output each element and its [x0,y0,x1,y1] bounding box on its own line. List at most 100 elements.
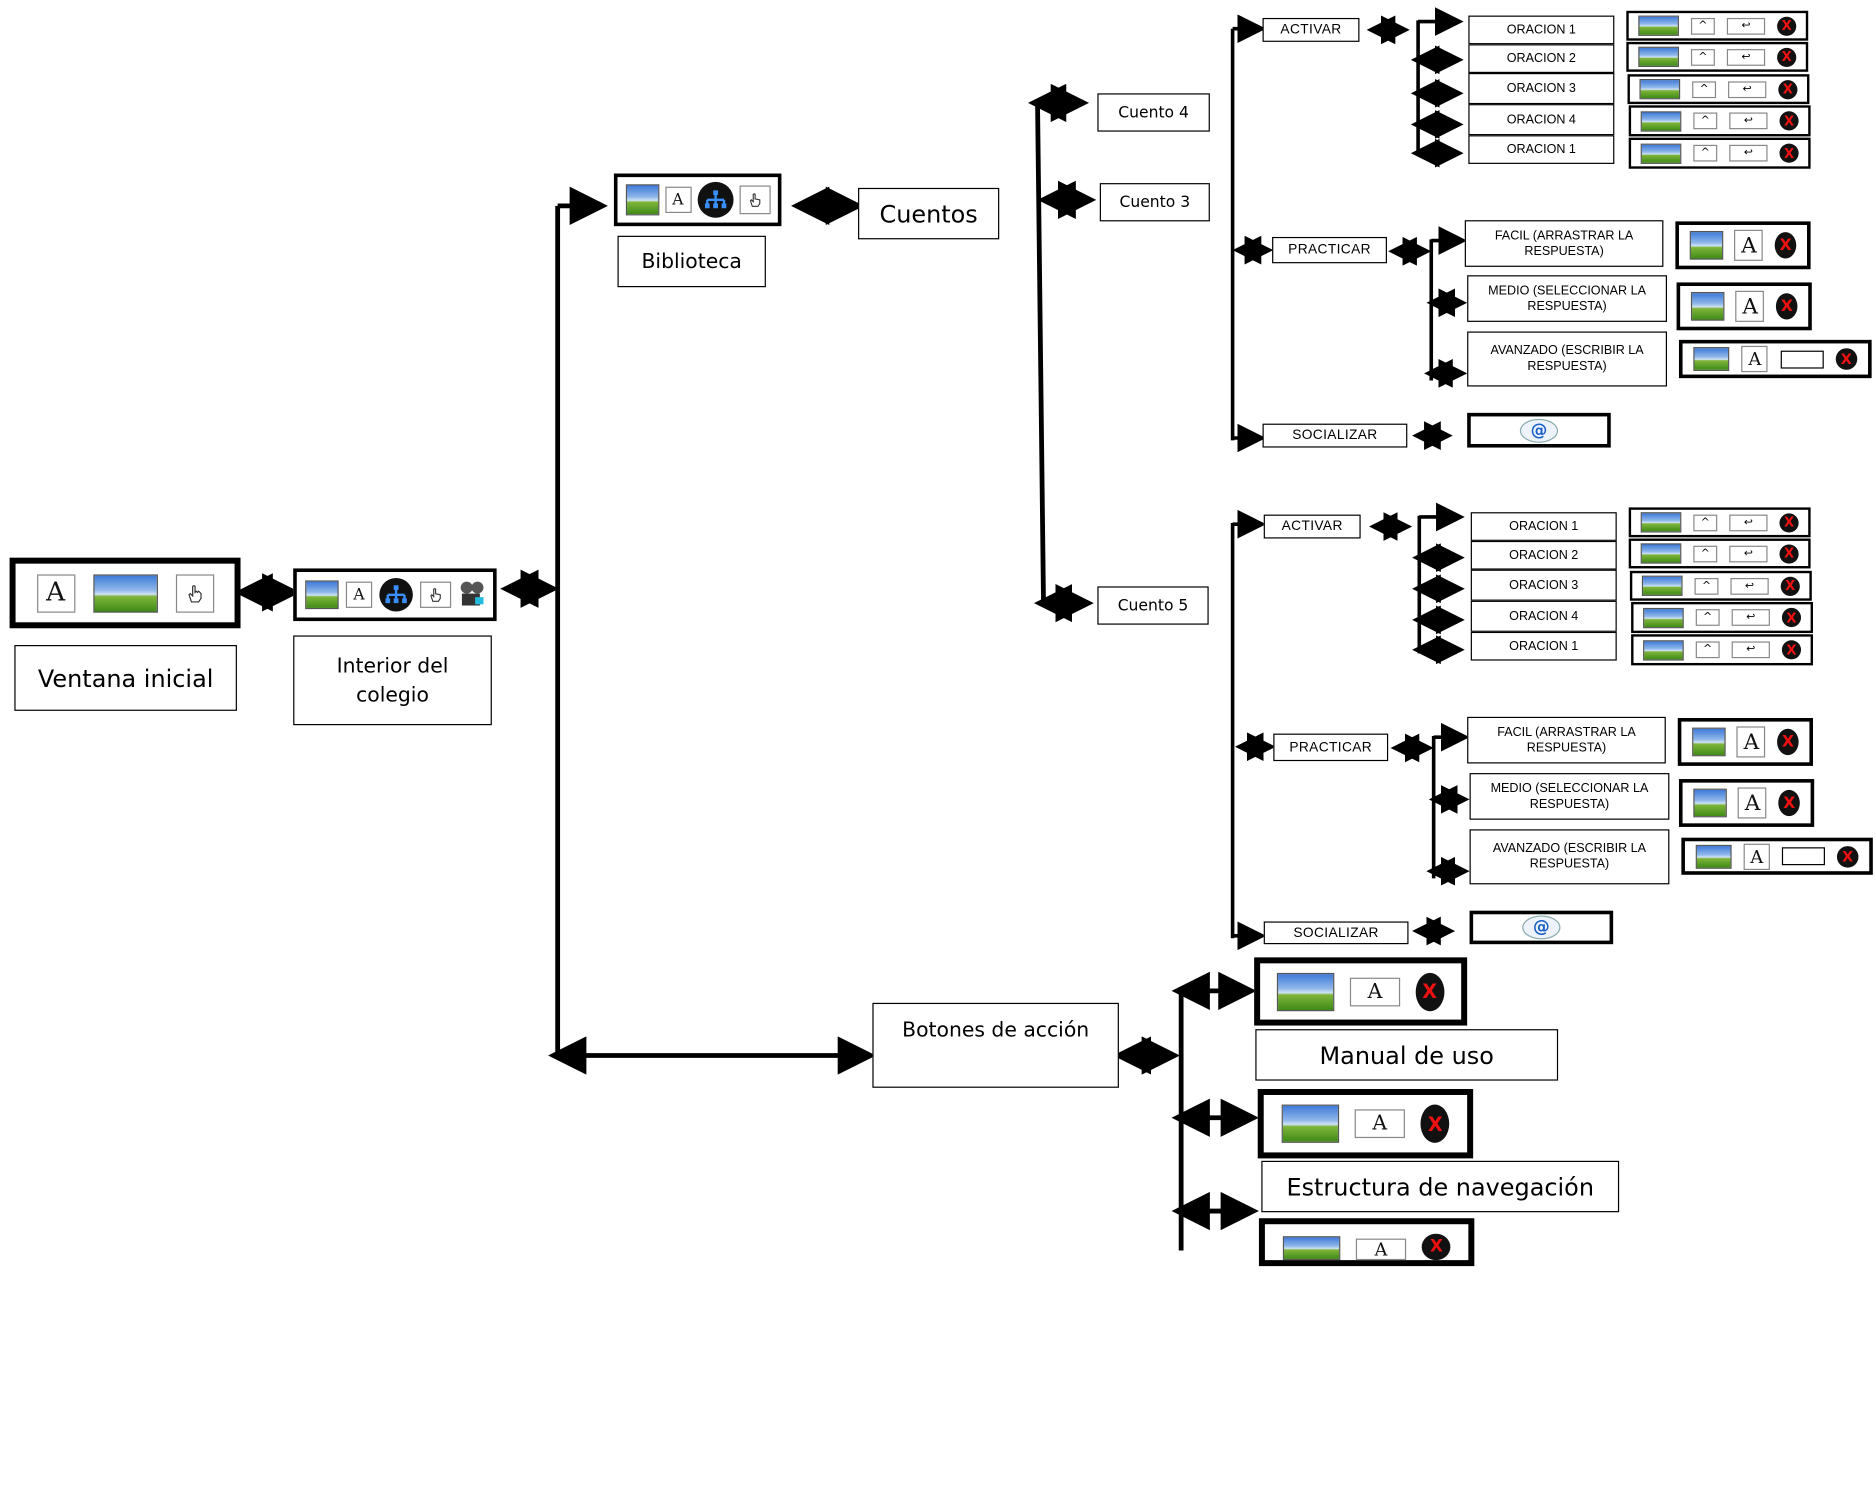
practicar-node[interactable]: PRACTICAR [1272,236,1387,264]
oracion-toolbar[interactable]: ^ ↩ X [1628,105,1811,137]
text-field-icon[interactable] [1781,847,1825,866]
image-icon[interactable] [1689,230,1724,260]
estructura-navegacion-toolbar[interactable]: A X [1257,1088,1474,1159]
medio-toolbar[interactable]: A X [1676,282,1812,331]
socializar-node[interactable]: SOCIALIZAR [1263,921,1409,945]
back-icon[interactable]: ↩ [1726,17,1766,35]
email-toolbar[interactable]: @ [1469,910,1614,945]
hand-pointer-icon[interactable] [175,573,214,613]
oracion-toolbar[interactable]: ^ ↩ X [1626,41,1809,72]
oracion-toolbar[interactable]: ^ ↩ X [1631,634,1814,666]
text-icon[interactable]: A [1735,290,1765,322]
oracion-node[interactable]: ORACION 2 [1470,540,1617,570]
ventana-inicial-toolbar[interactable]: A [9,557,241,629]
oracion-toolbar[interactable]: ^ ↩ X [1628,507,1811,538]
up-arrow-icon[interactable]: ^ [1693,545,1718,562]
text-icon[interactable]: A [1355,1238,1407,1261]
text-icon[interactable]: A [36,573,75,613]
avanzado-toolbar[interactable]: A X [1681,837,1873,875]
close-icon[interactable]: X [1835,348,1858,370]
interior-colegio-toolbar[interactable]: A [293,568,497,622]
image-icon[interactable] [1640,512,1682,533]
close-icon[interactable]: X [1777,47,1797,67]
manual-uso-toolbar[interactable]: A X [1254,957,1468,1026]
back-icon[interactable]: ↩ [1730,577,1769,595]
close-icon[interactable]: X [1776,293,1798,320]
avanzado-node[interactable]: AVANZADO (ESCRIBIR LA RESPUESTA) [1469,829,1670,885]
third-action-toolbar[interactable]: A X [1258,1218,1475,1267]
up-arrow-icon[interactable]: ^ [1690,48,1715,66]
email-icon[interactable]: @ [1519,418,1559,443]
close-icon[interactable]: X [1779,512,1799,532]
cuentos-node[interactable]: Cuentos [858,187,1000,240]
video-camera-icon[interactable] [458,580,484,609]
socializar-node[interactable]: SOCIALIZAR [1262,423,1408,448]
text-icon[interactable]: A [1349,977,1401,1006]
text-field-icon[interactable] [1780,350,1824,368]
oracion-toolbar[interactable]: ^ ↩ X [1631,601,1814,634]
image-icon[interactable] [1638,46,1679,68]
text-icon[interactable]: A [1354,1109,1405,1139]
up-arrow-icon[interactable]: ^ [1693,112,1718,130]
image-icon[interactable] [1643,607,1684,628]
email-icon[interactable]: @ [1522,915,1561,940]
close-icon[interactable]: X [1777,728,1799,756]
avanzado-node[interactable]: AVANZADO (ESCRIBIR LA RESPUESTA) [1467,331,1668,387]
close-icon[interactable]: X [1779,111,1799,131]
cuento-3-node[interactable]: Cuento 3 [1099,183,1210,222]
oracion-node[interactable]: ORACION 1 [1470,512,1617,541]
close-icon[interactable]: X [1836,845,1859,868]
close-icon[interactable]: X [1774,232,1797,259]
cuento-5-node[interactable]: Cuento 5 [1097,586,1209,625]
oracion-node[interactable]: ORACION 1 [1470,631,1617,661]
oracion-toolbar[interactable]: ^ ↩ X [1628,137,1811,169]
back-icon[interactable]: ↩ [1731,609,1770,626]
up-arrow-icon[interactable]: ^ [1690,17,1715,35]
close-icon[interactable]: X [1779,143,1799,163]
up-arrow-icon[interactable]: ^ [1692,80,1717,98]
facil-toolbar[interactable]: A X [1675,221,1811,270]
image-icon[interactable] [1693,788,1727,818]
image-icon[interactable] [625,184,659,216]
text-icon[interactable]: A [1743,843,1770,870]
text-icon[interactable]: A [1736,726,1766,758]
back-icon[interactable]: ↩ [1726,48,1766,66]
image-icon[interactable] [305,580,339,610]
text-icon[interactable]: A [345,581,373,608]
up-arrow-icon[interactable]: ^ [1695,641,1720,659]
text-icon[interactable]: A [1738,787,1767,819]
back-icon[interactable]: ↩ [1729,144,1768,162]
email-toolbar[interactable]: @ [1467,412,1611,448]
back-icon[interactable]: ↩ [1729,112,1768,130]
image-icon[interactable] [1641,575,1683,596]
facil-toolbar[interactable]: A X [1677,718,1814,766]
medio-node[interactable]: MEDIO (SELECCIONAR LA RESPUESTA) [1467,275,1668,322]
back-icon[interactable]: ↩ [1729,545,1768,562]
image-icon[interactable] [1695,844,1732,869]
close-icon[interactable]: X [1420,1104,1450,1143]
close-icon[interactable]: X [1779,543,1799,564]
back-icon[interactable]: ↩ [1728,80,1767,98]
activar-node[interactable]: ACTIVAR [1262,17,1360,42]
image-icon[interactable] [1282,1236,1340,1261]
image-icon[interactable] [1693,347,1730,371]
oracion-node[interactable]: ORACION 1 [1468,15,1615,45]
image-icon[interactable] [1691,727,1726,757]
oracion-toolbar[interactable]: ^ ↩ X [1628,538,1811,569]
up-arrow-icon[interactable]: ^ [1694,577,1719,595]
image-icon[interactable] [1640,143,1682,164]
back-icon[interactable]: ↩ [1731,641,1770,659]
oracion-node[interactable]: ORACION 1 [1468,135,1615,164]
image-icon[interactable] [1690,291,1725,321]
close-icon[interactable]: X [1415,972,1444,1011]
practicar-node[interactable]: PRACTICAR [1273,733,1389,762]
oracion-node[interactable]: ORACION 4 [1468,104,1615,136]
close-icon[interactable]: X [1778,79,1798,99]
cuento-4-node[interactable]: Cuento 4 [1097,93,1210,132]
oracion-node[interactable]: ORACION 3 [1468,72,1615,105]
close-icon[interactable]: X [1780,576,1800,596]
close-icon[interactable]: X [1777,16,1797,36]
image-icon[interactable] [1643,639,1684,660]
facil-node[interactable]: FACIL (ARRASTRAR LA RESPUESTA) [1464,220,1664,267]
oracion-node[interactable]: ORACION 2 [1468,44,1615,73]
